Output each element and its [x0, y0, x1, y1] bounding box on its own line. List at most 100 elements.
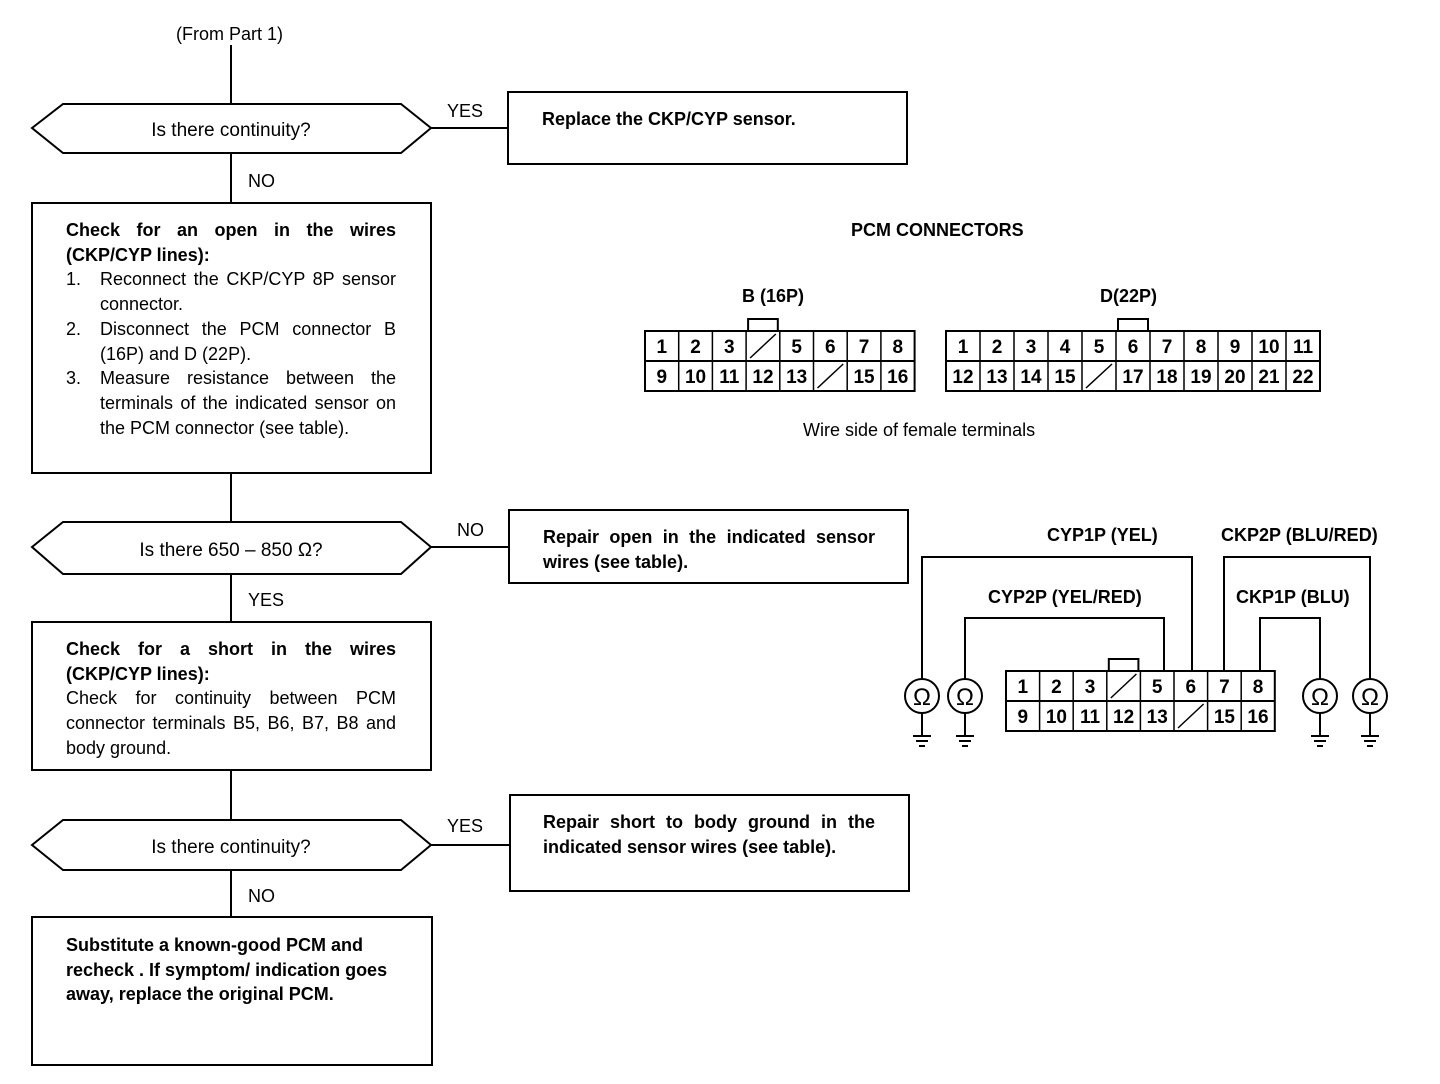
terminal-number: 18 [1156, 367, 1177, 388]
terminal-number: 1 [1018, 677, 1029, 698]
terminal-number: 13 [786, 367, 807, 388]
result-repair-open-text: Repair open in the indicated sensor wire… [543, 527, 875, 572]
ohm-symbol: Ω [1361, 684, 1379, 711]
wire-cyp2p [964, 617, 1165, 679]
terminal-number: 10 [685, 367, 706, 388]
empty-cavity [1177, 703, 1205, 729]
wire-cyp1p [921, 556, 1193, 679]
decision-3-text: Is there continuity? [151, 837, 310, 858]
terminal-number: 7 [1162, 337, 1173, 358]
terminal-number: 13 [1147, 707, 1168, 728]
terminal-number: 5 [791, 337, 802, 358]
step-text: Disconnect the PCM connector B (16P) and… [100, 318, 396, 364]
yes-label: YES [248, 590, 285, 610]
terminal-number: 17 [1122, 367, 1143, 388]
step-item: 3. Measure resistance between the termina… [66, 366, 396, 440]
step-open-title: Check for an open in the wires (CKP/CYP … [66, 220, 396, 265]
terminal-number: 5 [1152, 677, 1163, 698]
terminal-number: 11 [1293, 337, 1314, 358]
step-box-short [31, 621, 432, 771]
terminal-number: 5 [1094, 337, 1105, 358]
no-label: NO [457, 520, 484, 540]
step-text: Measure resistance between the terminals… [100, 368, 396, 438]
result-replace-text: Replace the CKP/CYP sensor. [542, 109, 796, 129]
connector-b-label: B (16P) [742, 286, 805, 306]
ohm-symbol: Ω [913, 684, 931, 711]
terminal-number: 12 [1113, 707, 1134, 728]
final-box [31, 916, 433, 1066]
connector-latch [747, 318, 779, 332]
terminal-number: 16 [1247, 707, 1268, 728]
step-number: 3. [66, 368, 82, 389]
empty-cavity [816, 363, 844, 389]
terminal-number: 3 [1085, 677, 1096, 698]
terminal-number: 9 [1230, 337, 1241, 358]
ground-icon [1361, 713, 1379, 747]
result-repair-short-text: Repair short to body ground in the indic… [543, 812, 875, 857]
terminal-number: 10 [1258, 337, 1279, 358]
cyp2p-label: CYP2P (YEL/RED) [988, 587, 1142, 607]
wire-ckp2p [1223, 556, 1371, 679]
terminal-number: 1 [657, 337, 668, 358]
terminal-number: 3 [1026, 337, 1037, 358]
wire-ckp1p [1259, 617, 1321, 679]
step-short-title: Check for a short in the wires (CKP/CYP … [66, 639, 396, 684]
ohmmeter-icon: Ω [947, 678, 983, 747]
terminal-number: 6 [1128, 337, 1139, 358]
result-box-repair-short [509, 794, 910, 892]
terminal-number: 15 [1214, 707, 1236, 728]
step-open-list: 1.Reconnect the CKP/CYP 8P sensor connec… [66, 267, 396, 440]
terminal-number: 11 [719, 367, 740, 388]
terminal-number: 2 [1051, 677, 1062, 698]
step-short-body: Check for continuity between PCM connect… [66, 688, 396, 758]
cyp1p-label: CYP1P (YEL) [1047, 525, 1158, 545]
step-number: 2. [66, 318, 82, 339]
connector-latch [1117, 318, 1149, 332]
terminal-number: 9 [1018, 707, 1029, 728]
decision-continuity-1 [30, 103, 433, 154]
yes-label: YES [447, 816, 484, 836]
no-label: NO [248, 886, 275, 906]
result-box-repair-open [508, 509, 909, 584]
terminal-number: 8 [892, 337, 903, 358]
step-open-content: Check for an open in the wires (CKP/CYP … [66, 218, 396, 440]
step-item: 1.Reconnect the CKP/CYP 8P sensor connec… [66, 267, 396, 316]
final-text: Substitute a known-good PCM and recheck … [66, 935, 388, 1005]
terminal-number: 13 [986, 367, 1007, 388]
terminal-number: 11 [1080, 707, 1101, 728]
ohmmeter-icon: Ω [904, 678, 940, 747]
terminal-number: 1 [958, 337, 969, 358]
decision-2-text: Is there 650 – 850 Ω? [139, 540, 322, 561]
step-item: 2. Disconnect the PCM connector B (16P) a… [66, 317, 396, 366]
step-box-open [31, 202, 432, 474]
ckp1p-label: CKP1P (BLU) [1236, 587, 1350, 607]
terminal-number: 7 [859, 337, 870, 358]
empty-cavity [749, 333, 777, 359]
terminal-number: 3 [724, 337, 735, 358]
terminal-number: 20 [1224, 367, 1245, 388]
empty-cavity [1110, 673, 1137, 699]
terminal-number: 15 [853, 367, 875, 388]
terminal-number: 2 [992, 337, 1003, 358]
terminal-number: 6 [1186, 677, 1197, 698]
step-number: 1. [66, 269, 82, 290]
ohmmeter-icon: Ω [1302, 678, 1338, 747]
terminal-number: 7 [1219, 677, 1230, 698]
empty-cavity [1085, 363, 1113, 389]
terminal-number: 8 [1253, 677, 1264, 698]
terminal-number: 19 [1190, 367, 1211, 388]
terminal-number: 12 [952, 367, 973, 388]
connector-d-label: D(22P) [1100, 286, 1158, 306]
terminal-number: 21 [1258, 367, 1280, 388]
decision-continuity-2 [30, 819, 433, 871]
terminal-number: 14 [1020, 367, 1042, 388]
terminal-number: 16 [887, 367, 908, 388]
ckp2p-label: CKP2P (BLU/RED) [1221, 525, 1378, 545]
terminal-number: 6 [825, 337, 836, 358]
